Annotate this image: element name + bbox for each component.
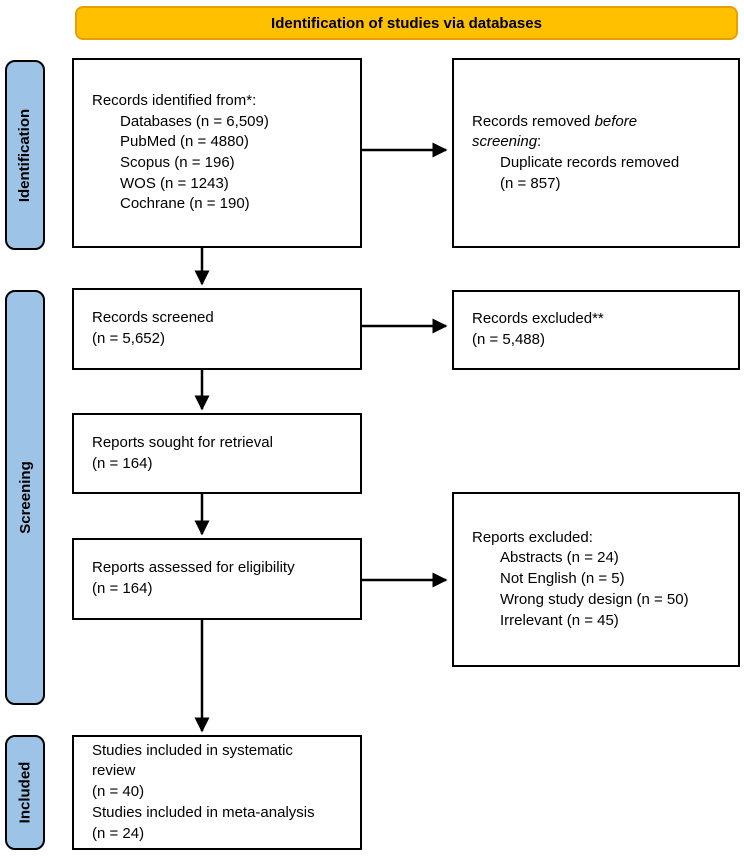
stage-bar-screening: Screening bbox=[5, 290, 45, 705]
box-line: Cochrane (n = 190) bbox=[120, 195, 250, 213]
flow-box-reports-assessed: Reports assessed for eligibility (n = 16… bbox=[72, 538, 362, 620]
box-title-line-1: Records removed before bbox=[472, 112, 693, 133]
stage-label-screening: Screening bbox=[16, 461, 34, 534]
box-line: Reports sought for retrieval bbox=[92, 433, 273, 451]
stage-bar-identification: Identification bbox=[5, 60, 45, 250]
flow-box-reports-excluded: Reports excluded: Abstracts (n = 24) Not… bbox=[452, 492, 740, 667]
box-line: (n = 164) bbox=[92, 580, 153, 597]
banner-identification-via-databases: Identification of studies via databases bbox=[75, 6, 738, 40]
flow-box-records-identified: Records identified from*: Databases (n =… bbox=[72, 58, 362, 248]
box-line: (n = 857) bbox=[500, 174, 561, 192]
flow-box-records-excluded: Records excluded** (n = 5,488) bbox=[452, 290, 740, 370]
box-title-line-2: screening: bbox=[472, 132, 693, 153]
box-line: (n = 164) bbox=[92, 454, 153, 472]
box-title: Reports excluded: bbox=[472, 528, 593, 546]
stage-bar-included: Included bbox=[5, 735, 45, 850]
box-line: Wrong study design (n = 50) bbox=[500, 590, 689, 608]
flow-box-studies-included: Studies included in systematic review (n… bbox=[72, 735, 362, 850]
box-line: Duplicate records removed bbox=[500, 154, 680, 171]
box-line: PubMed (n = 4880) bbox=[120, 133, 249, 151]
box-line: Records screened bbox=[92, 309, 214, 327]
box-line: Records excluded** bbox=[472, 310, 604, 328]
box-line: Studies included in systematic review bbox=[92, 741, 293, 780]
box-line: Irrelevant (n = 45) bbox=[500, 611, 619, 629]
box-title-text: : bbox=[537, 133, 542, 151]
box-line: (n = 40) bbox=[92, 783, 145, 801]
box-line: Reports assessed for eligibility bbox=[92, 559, 295, 577]
box-title-italic: screening bbox=[472, 133, 538, 151]
box-line: WOS (n = 1243) bbox=[120, 174, 229, 192]
box-line: Databases (n = 6,509) bbox=[120, 112, 269, 130]
box-title: Records identified from*: bbox=[92, 91, 257, 109]
box-line: Abstracts (n = 24) bbox=[500, 549, 619, 567]
flow-box-records-removed: Records removed before screening: Duplic… bbox=[452, 58, 740, 248]
stage-label-identification: Identification bbox=[16, 108, 34, 202]
stage-label-included: Included bbox=[16, 761, 34, 824]
box-line: Studies included in meta-analysis (n = 2… bbox=[92, 803, 315, 842]
flow-box-records-screened: Records screened (n = 5,652) bbox=[72, 288, 362, 370]
box-line: Scopus (n = 196) bbox=[120, 154, 235, 171]
box-title-text: Records removed bbox=[472, 112, 595, 130]
banner-label: Identification of studies via databases bbox=[271, 14, 542, 32]
box-line: (n = 5,652) bbox=[92, 330, 165, 347]
box-line: Not English (n = 5) bbox=[500, 570, 625, 588]
flow-box-reports-sought: Reports sought for retrieval (n = 164) bbox=[72, 413, 362, 494]
box-title-italic: before bbox=[594, 112, 638, 130]
box-line: (n = 5,488) bbox=[472, 331, 545, 348]
